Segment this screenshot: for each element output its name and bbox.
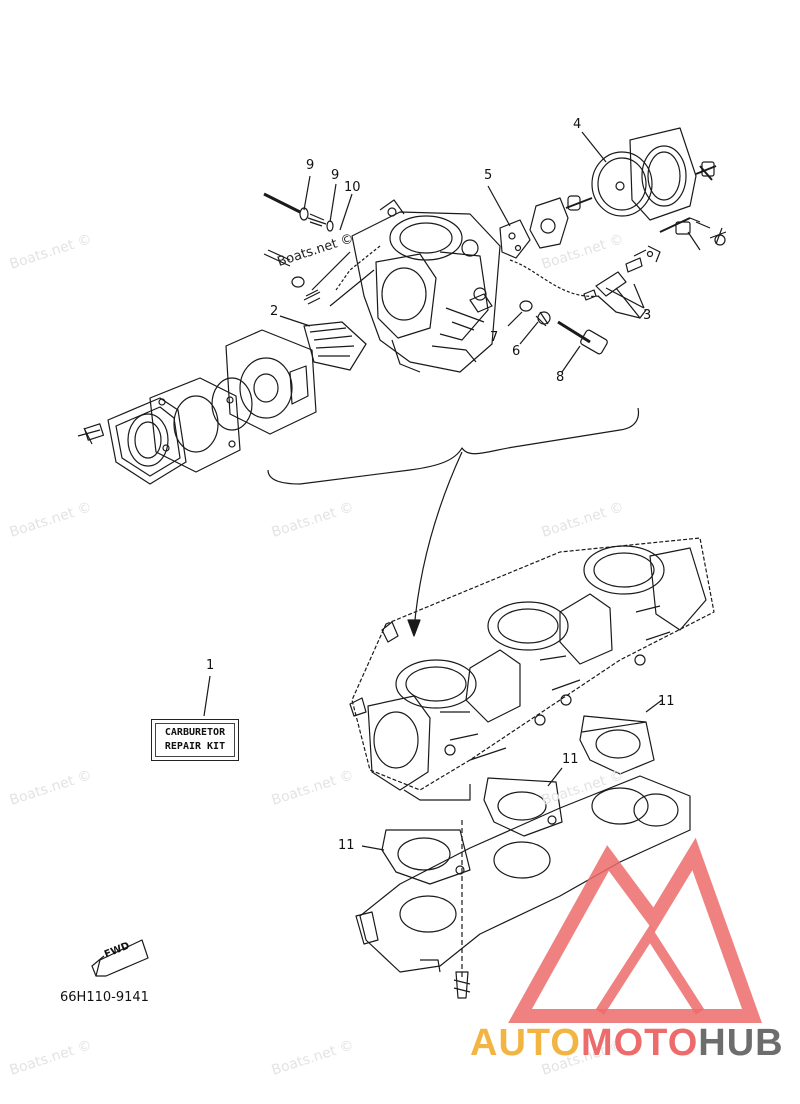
brand-logo-icon	[508, 837, 762, 1023]
callout-8: 8	[556, 370, 565, 385]
brand-wordmark: AUTOMOTOHUB	[470, 1022, 784, 1065]
gasket-11b	[483, 777, 563, 837]
callout-5: 5	[484, 168, 493, 183]
callout-11: 11	[562, 752, 579, 767]
callout-10: 10	[344, 180, 361, 195]
spring-left	[303, 289, 321, 305]
diaphragm-housing	[211, 329, 317, 435]
diaphragm-4	[591, 151, 653, 217]
kit-label-line1: CARBURETOR	[164, 727, 226, 738]
brand-part1: AUTO	[470, 1022, 581, 1064]
pump-cover	[529, 197, 569, 249]
brand-part3: HUB	[698, 1022, 784, 1064]
carburetor-assembly	[349, 537, 715, 801]
pump-plate	[629, 127, 697, 221]
screw-lower	[263, 249, 291, 267]
kit-label-line2: REPAIR KIT	[164, 741, 226, 752]
callout-11: 11	[338, 838, 355, 853]
gasket-11a	[579, 715, 655, 775]
callout-7: 7	[490, 330, 499, 345]
callout-4: 4	[573, 117, 582, 132]
filter-screen	[303, 321, 367, 371]
screw-9-upper	[263, 192, 301, 214]
bracket-5	[499, 219, 531, 259]
jet-3a	[595, 271, 627, 297]
intake-cover	[77, 397, 187, 485]
callout-1: 1	[206, 658, 215, 673]
gasket-plate	[149, 377, 241, 473]
callout-11: 11	[658, 694, 675, 709]
oring-7	[519, 300, 533, 312]
diagram-part-number: 66H110-9141	[60, 990, 149, 1005]
needle-8	[557, 320, 591, 344]
callout-9: 9	[306, 158, 315, 173]
callout-2: 2	[270, 304, 279, 319]
fwd-arrow	[95, 939, 149, 977]
callout-9: 9	[331, 168, 340, 183]
carburetor-body	[351, 199, 501, 373]
brand-part2: MOTO	[580, 1022, 699, 1064]
repair-kit-label: CARBURETOR REPAIR KIT	[151, 719, 239, 761]
intake-manifold	[355, 775, 691, 973]
callout-6: 6	[512, 344, 521, 359]
callout-3: 3	[643, 308, 652, 323]
